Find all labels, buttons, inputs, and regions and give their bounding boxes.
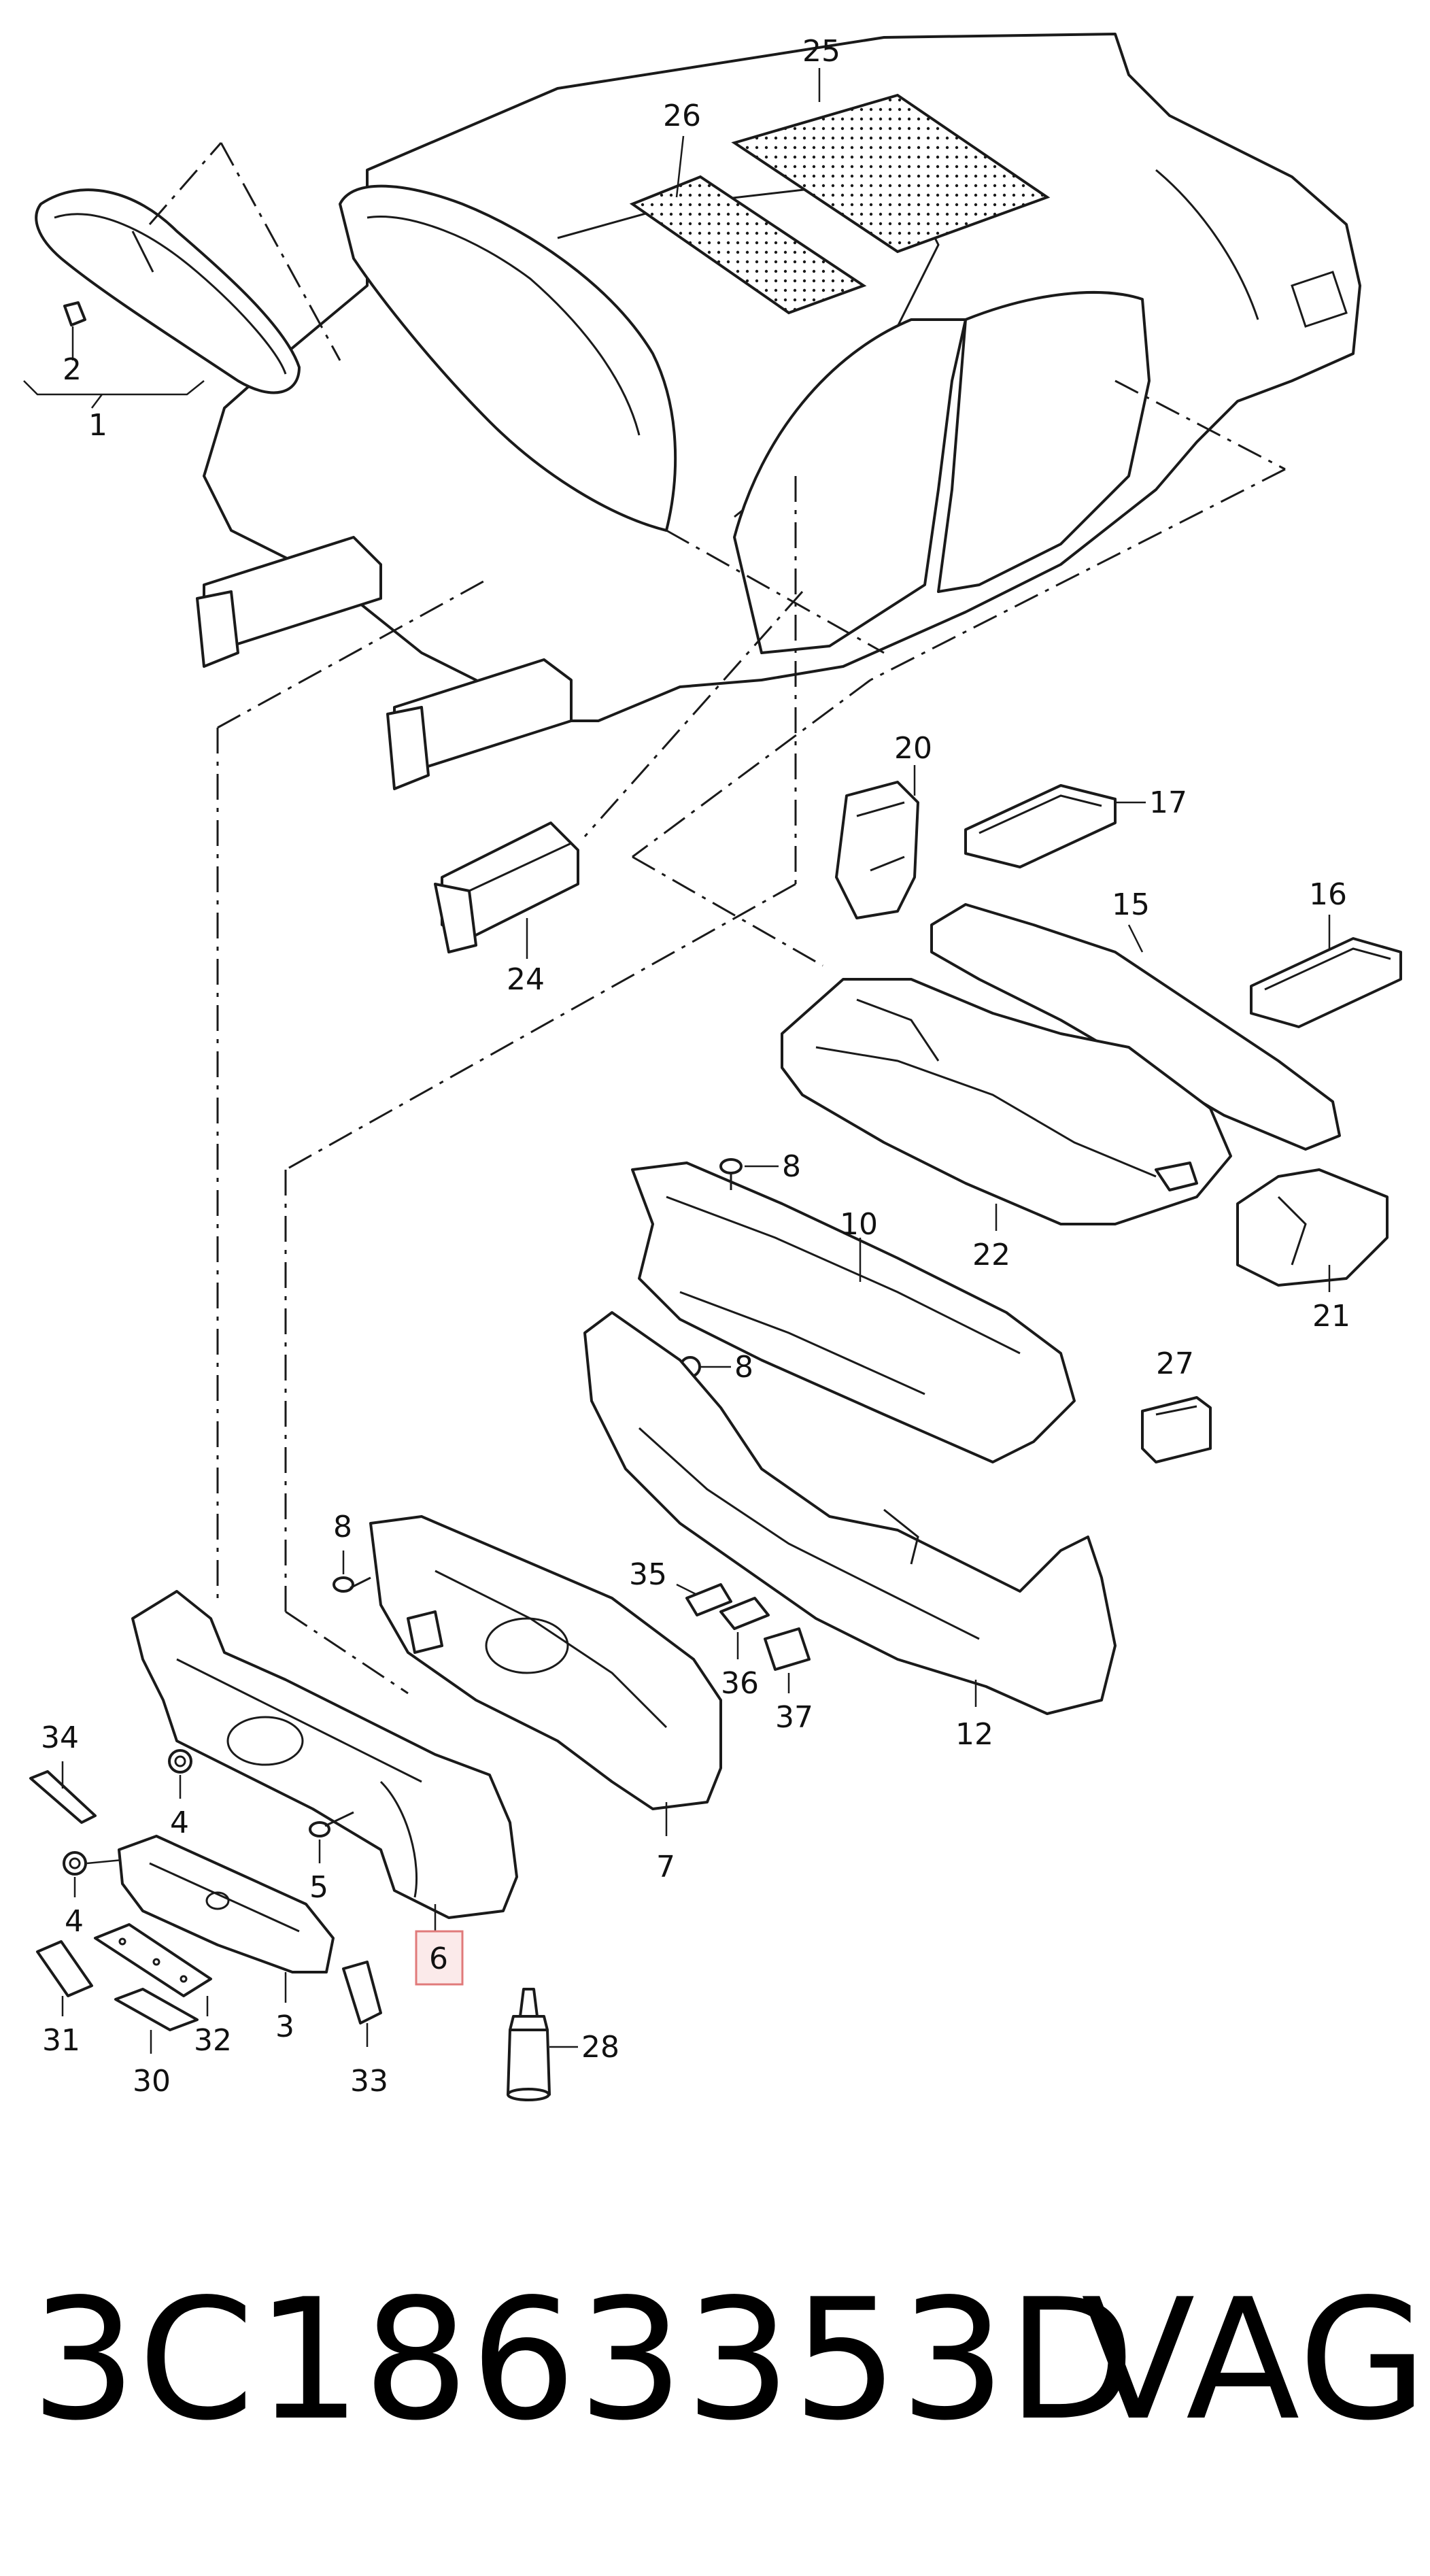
callout-37: 37 (775, 1700, 813, 1735)
callout-36: 36 (721, 1666, 759, 1701)
callout-6: 6 (429, 1942, 448, 1976)
callout-4-upper: 4 (170, 1806, 189, 1840)
part-27-clip (1141, 1396, 1212, 1463)
callout-28: 28 (581, 2030, 619, 2065)
fastener-4-upper (168, 1749, 192, 1774)
assembly-guide-lines (216, 379, 1286, 1695)
callout-35: 35 (629, 1557, 667, 1592)
callout-31: 31 (42, 2023, 80, 2058)
callout-27: 27 (1156, 1346, 1194, 1381)
part-3-bracket (118, 1835, 335, 1973)
parts-35-36-37-pads (685, 1583, 811, 1671)
callout-25: 25 (802, 34, 840, 69)
part-21-bracket (1236, 1168, 1389, 1287)
callout-21: 21 (1312, 1299, 1350, 1334)
callout-20: 20 (894, 731, 932, 766)
callout-24: 24 (507, 962, 545, 997)
callout-17: 17 (1149, 785, 1187, 820)
part-33-strip (342, 1961, 382, 2024)
callout-1: 1 (88, 408, 107, 443)
fastener-4-lower (63, 1851, 87, 1876)
callout-26: 26 (663, 99, 701, 133)
part-30-pad (114, 1988, 199, 2031)
fastener-8-lower (333, 1576, 371, 1593)
part-34-strip (29, 1770, 97, 1824)
part-16-pad (1250, 937, 1402, 1028)
part-31-pad (36, 1940, 93, 1997)
callout-30: 30 (133, 2064, 171, 2099)
roof-panel-25 (731, 93, 1051, 254)
part-32-plate (94, 1923, 212, 1997)
fastener-5 (309, 1811, 354, 1837)
callout-32: 32 (194, 2023, 232, 2058)
callout-8-lower: 8 (333, 1510, 352, 1544)
cover-assembly-1 (35, 188, 301, 394)
part-15-strip (930, 903, 1341, 1151)
part-6-highlight-box (415, 1930, 464, 1986)
part-24-insulation (434, 821, 579, 953)
callout-8-top: 8 (782, 1149, 801, 1184)
part-12-bulkhead-insulation (583, 1311, 1117, 1715)
part-number-text: 3C1863353D (31, 2263, 1137, 2457)
part-28-adhesive-bottle (507, 1988, 551, 2101)
callout-16: 16 (1309, 877, 1347, 912)
callout-15: 15 (1112, 887, 1150, 922)
callout-12: 12 (955, 1717, 993, 1752)
part-10-cowl-panel (631, 1162, 1076, 1463)
callout-7: 7 (656, 1850, 675, 1884)
callout-8-middle: 8 (734, 1350, 753, 1385)
callout-2: 2 (63, 352, 82, 387)
part-20-bracket (835, 781, 919, 919)
callout-22: 22 (972, 1238, 1010, 1272)
part-17-pad (964, 784, 1117, 868)
part-22-floor-insulation (781, 978, 1232, 1225)
callout-33: 33 (350, 2064, 388, 2099)
callout-5: 5 (309, 1870, 328, 1905)
callout-34: 34 (41, 1721, 79, 1755)
callout-10: 10 (840, 1207, 878, 1242)
callout-4-lower: 4 (65, 1904, 84, 1939)
fastener-8-top (719, 1158, 743, 1190)
part-6-bulkhead-panel (131, 1590, 518, 1919)
car-body-shell (196, 33, 1361, 790)
callout-3: 3 (275, 2010, 294, 2044)
brand-text: VAG (1081, 2263, 1429, 2457)
part-7-firewall-panel (369, 1515, 722, 1810)
